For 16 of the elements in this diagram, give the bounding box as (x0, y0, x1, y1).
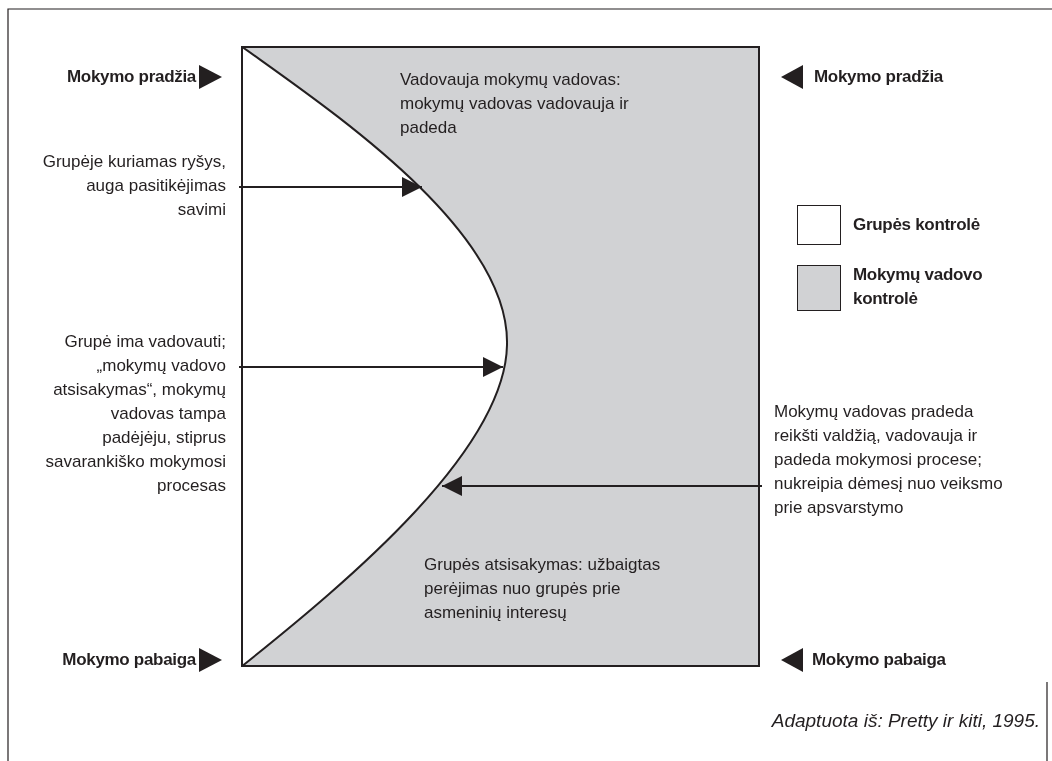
arrow (441, 476, 763, 496)
legend-label: Mokymų vadovo kontrolė (853, 264, 984, 310)
region-text: Vadovauja mokymų vadovas: mokymų vadovas vadovauja ir padeda (400, 69, 630, 139)
phase-description: Mokymų vadovas pradeda reikšti valdžią, vadovauja ir padeda mokymosi procese; nukreipia dėmesį nuo veiksmo prie apsvarstymo (774, 401, 1004, 519)
phase-marker-label: Mokymo pradžia (67, 66, 196, 88)
phase-marker-label: Mokymo pabaiga (812, 649, 946, 671)
phase-marker-label: Mokymo pabaiga (62, 649, 196, 671)
source-caption: Adaptuota iš: Pretty ir kiti, 1995. (771, 710, 1040, 732)
arrow (238, 357, 504, 377)
legend-label: Grupės kontrolė (853, 214, 981, 236)
arrow (238, 177, 423, 197)
phase-description: Grupė ima vadovauti; „mokymų vadovo atsisakymas“, mokymų vadovas tampa padėjėju, stiprus savarankiško mokymosi procesas (44, 331, 226, 497)
control-chart-area (241, 46, 760, 667)
phase-marker-label: Mokymo pradžia (814, 66, 943, 88)
phase-description: Grupėje kuriamas ryšys, auga pasitikėjimas savimi (41, 151, 226, 221)
region-text: Grupės atsisakymas: užbaigtas perėjimas nuo grupės prie asmeninių interesų (424, 554, 662, 624)
